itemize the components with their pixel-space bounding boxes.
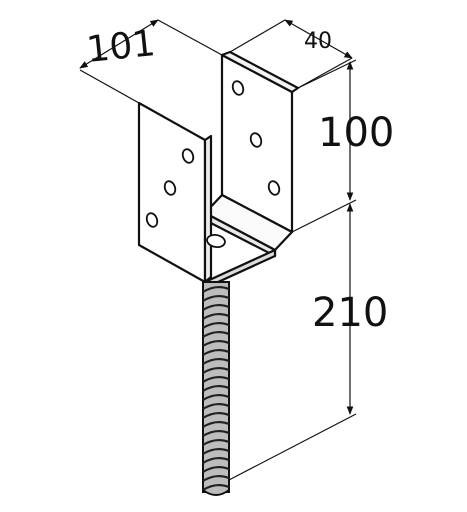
thread-ridge (202, 294, 230, 302)
hole-icon (231, 80, 245, 96)
thread-ridge (202, 447, 230, 455)
thread-ridge (202, 321, 230, 329)
thread-ridge (202, 303, 230, 311)
threaded-spike (202, 281, 230, 496)
thread-ridge (202, 420, 230, 428)
thread-ridge (202, 339, 230, 347)
thread-ridge (202, 384, 230, 392)
spike-label: 210 (312, 290, 388, 336)
u-bracket (137, 50, 300, 290)
thread-ridge (202, 411, 230, 419)
thread-ridge (202, 429, 230, 437)
base-hole-icon (206, 233, 226, 249)
thread-ridge (202, 438, 230, 446)
thread-ridge (202, 465, 230, 473)
front-plate-edge (203, 134, 213, 284)
hole-icon (181, 148, 195, 164)
depth-label: 40 (304, 29, 332, 54)
thread-ridge (202, 348, 230, 356)
thread-ridge (202, 357, 230, 365)
hole-icon (267, 180, 281, 196)
thread-ridge (202, 393, 230, 401)
thread-ridge (202, 330, 230, 338)
height-label: 100 (318, 110, 394, 156)
hole-icon (145, 212, 159, 228)
thread-ridge (202, 456, 230, 464)
thread-ridge (202, 366, 230, 374)
hole-icon (163, 180, 177, 196)
holes (145, 80, 281, 249)
dimension-lines (79, 19, 357, 481)
thread-ridge (202, 402, 230, 410)
hole-icon (249, 132, 263, 148)
thread-ridge (202, 312, 230, 320)
thread-ridge (202, 474, 230, 482)
thread-ridge (202, 375, 230, 383)
thread-ridge (202, 483, 230, 491)
thread-ridge (202, 285, 230, 293)
width-label: 101 (85, 23, 158, 71)
